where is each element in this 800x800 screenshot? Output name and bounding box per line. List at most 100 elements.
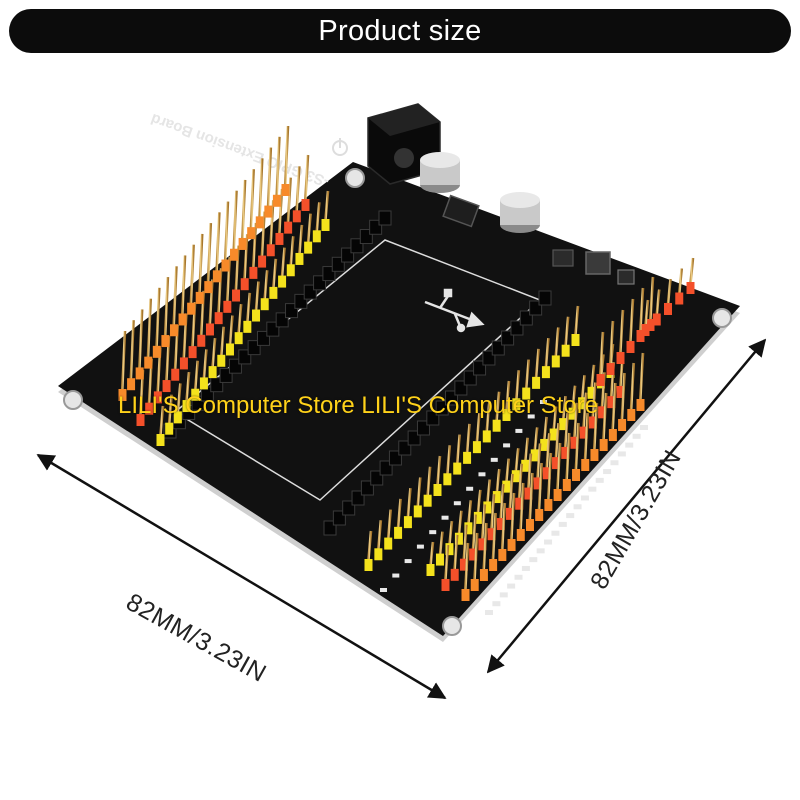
pin-plastic xyxy=(461,589,470,601)
header-pin xyxy=(180,255,187,320)
pin-plastic xyxy=(145,402,154,415)
header-pin xyxy=(443,544,450,586)
pin-plastic xyxy=(496,518,505,531)
pin-label-mark xyxy=(632,433,641,439)
pin-plastic xyxy=(161,335,170,348)
pin-label-mark xyxy=(625,442,634,448)
pin-plastic xyxy=(524,487,533,500)
pin-plastic xyxy=(255,216,264,229)
pin-plastic xyxy=(144,356,153,369)
header-pin xyxy=(618,309,625,359)
mounting-hole xyxy=(63,390,83,410)
pin-plastic xyxy=(197,334,206,347)
pin-plastic xyxy=(204,281,213,294)
header-pin xyxy=(295,166,301,217)
pin-plastic xyxy=(223,300,232,313)
header-pin xyxy=(518,482,525,536)
pin-plastic xyxy=(552,457,561,470)
pin-plastic xyxy=(286,264,295,277)
capacitor xyxy=(500,192,540,233)
pin-label-mark xyxy=(640,425,648,430)
header-pin xyxy=(197,233,204,298)
pin-label-mark xyxy=(485,610,493,615)
width-dimension-arrow xyxy=(36,453,447,700)
pin-plastic xyxy=(551,355,560,368)
pin-plastic xyxy=(234,332,243,345)
pin-plastic xyxy=(238,237,247,250)
pin-label-mark xyxy=(573,504,582,510)
pin-plastic xyxy=(384,537,393,550)
header-pin xyxy=(546,452,553,506)
pin-label-mark xyxy=(392,573,400,578)
header-pin xyxy=(648,276,655,326)
pin-plastic xyxy=(284,221,293,234)
pin-plastic xyxy=(470,579,479,591)
voltage-regulator xyxy=(442,194,480,228)
header-pin xyxy=(581,392,588,433)
store-watermark: LILI'S Computer Store LILI'S Computer St… xyxy=(118,392,599,419)
pin-plastic xyxy=(664,303,672,315)
pin-plastic xyxy=(321,219,330,231)
pin-plastic xyxy=(374,548,383,561)
mounting-hole xyxy=(442,616,462,636)
pin-plastic xyxy=(304,241,313,254)
header-pin xyxy=(517,463,523,504)
pin-plastic xyxy=(312,230,321,243)
pin-plastic xyxy=(188,346,197,359)
socket xyxy=(538,290,552,306)
pin-plastic xyxy=(616,352,625,364)
pin-plastic xyxy=(587,386,596,399)
pin-plastic xyxy=(443,473,452,486)
pin-plastic xyxy=(258,255,267,268)
header-pin xyxy=(638,352,645,406)
pin-plastic xyxy=(205,323,214,336)
pin-plastic xyxy=(578,397,587,410)
socket xyxy=(378,210,392,226)
title-banner: Product size xyxy=(9,9,791,53)
pin-plastic xyxy=(118,389,127,401)
pin-plastic xyxy=(626,341,635,353)
pin-label-mark xyxy=(603,469,612,475)
banner-title: Product size xyxy=(318,14,482,47)
header-pin xyxy=(565,432,571,486)
pin-label-mark xyxy=(580,495,589,501)
header-pin xyxy=(572,402,579,443)
pin-plastic xyxy=(230,248,239,261)
pin-plastic xyxy=(561,446,570,459)
pin-label-mark xyxy=(551,530,560,536)
female-header-right xyxy=(323,290,552,536)
smd-chip xyxy=(617,269,635,285)
pin-plastic xyxy=(469,548,478,561)
pin-label-mark xyxy=(416,544,424,549)
pin-plastic xyxy=(182,400,191,413)
pin-plastic xyxy=(607,396,616,409)
header-pin xyxy=(251,222,258,273)
pin-plastic xyxy=(454,532,463,545)
pin-plastic xyxy=(652,313,661,326)
pin-plastic xyxy=(616,386,625,398)
pin-plastic xyxy=(179,357,188,370)
pin-plastic xyxy=(570,436,579,449)
pin-plastic xyxy=(686,282,695,294)
pin-plastic xyxy=(165,422,174,435)
pin-plastic xyxy=(646,319,655,331)
pin-plastic xyxy=(608,429,617,441)
pin-plastic xyxy=(562,479,571,491)
pin-plastic xyxy=(618,419,627,431)
pin-plastic xyxy=(540,438,549,451)
pin-plastic xyxy=(301,199,310,211)
header-pin xyxy=(172,266,178,331)
pin-plastic xyxy=(162,380,171,393)
pin-header-right-red xyxy=(441,351,645,601)
header-pin xyxy=(554,423,560,464)
pin-plastic xyxy=(489,559,498,571)
header-pin xyxy=(574,422,580,476)
pin-plastic xyxy=(394,526,403,539)
pin-plastic xyxy=(278,275,287,288)
header-pin xyxy=(249,169,255,234)
header-pin xyxy=(509,492,516,546)
pin-label-mark xyxy=(595,477,604,483)
pin-plastic xyxy=(240,278,249,291)
pin-plastic xyxy=(178,313,187,326)
